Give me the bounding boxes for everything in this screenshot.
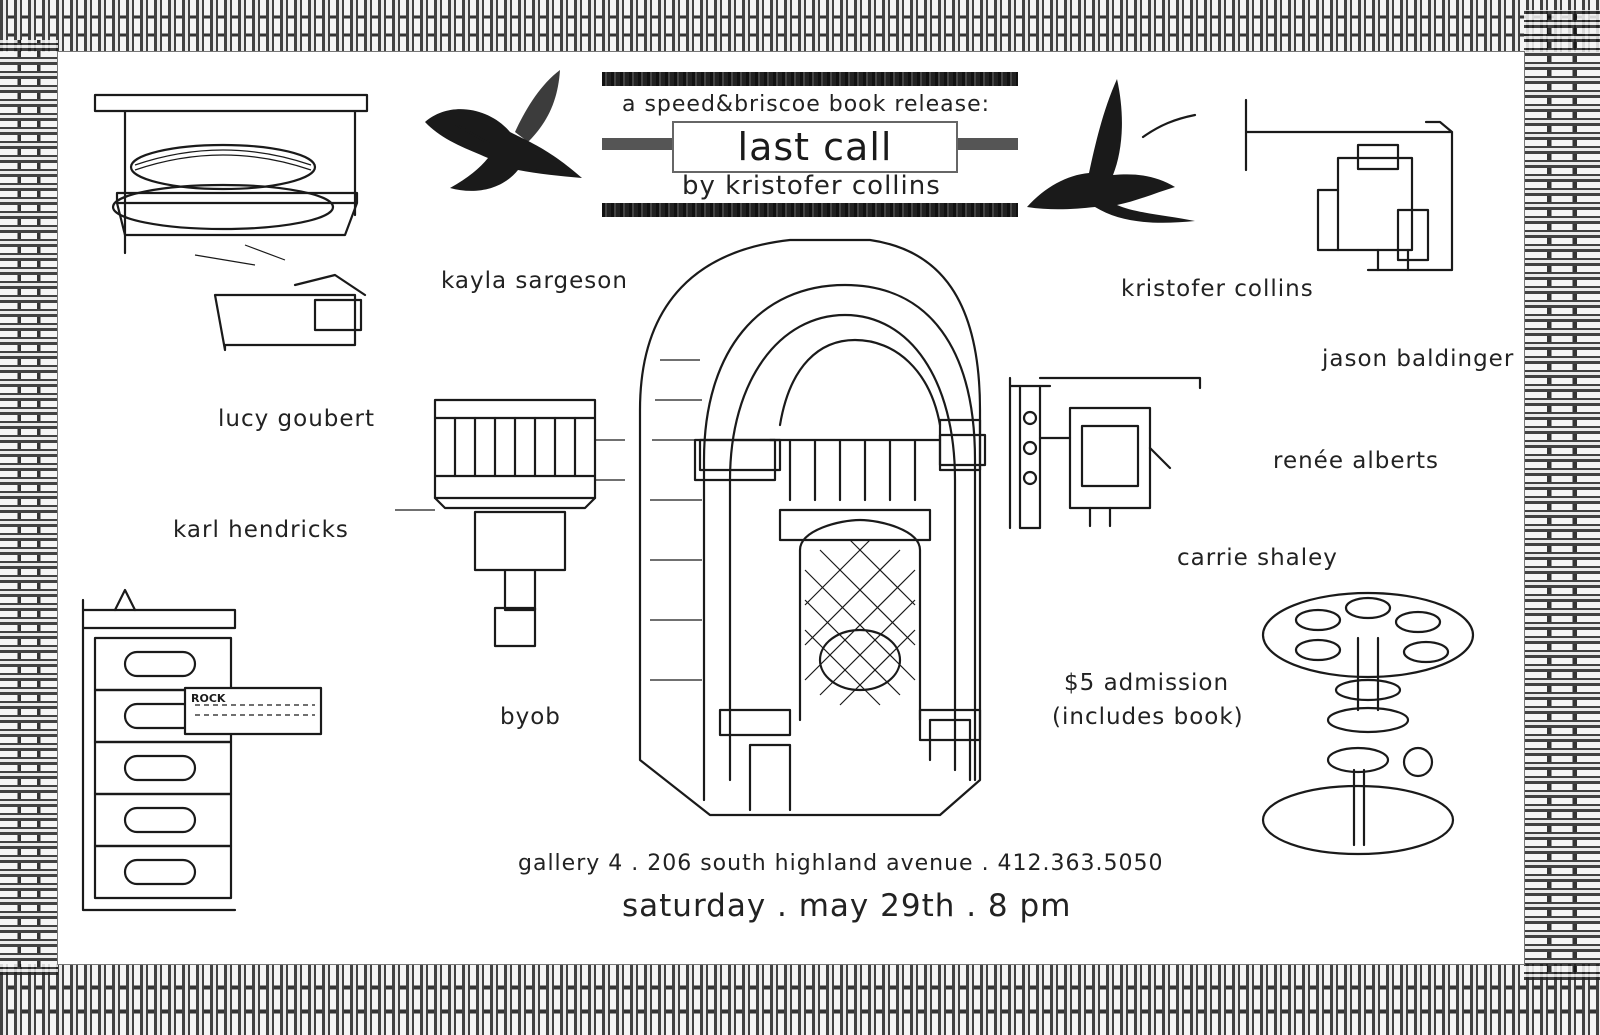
performer-name: kayla sargeson: [441, 268, 628, 294]
venue-address: gallery 4 . 206 south highland avenue . …: [518, 851, 1164, 876]
performer-name: lucy goubert: [218, 406, 376, 432]
performer-name: renée alberts: [1273, 448, 1439, 474]
swallow-bird-icon: [1027, 79, 1197, 223]
performer-name: karl hendricks: [173, 517, 349, 543]
card-rack-drawing: ROCK: [81, 588, 323, 912]
presenter-line: a speed&briscoe book release:: [622, 92, 991, 117]
book-title: last call: [672, 121, 958, 173]
book-title-text: last call: [737, 125, 893, 169]
author-line: by kristofer collins: [682, 171, 941, 201]
patent-mechanism-drawing: [93, 93, 369, 352]
jukebox-illustration: [638, 238, 987, 817]
swallow-bird-icon: [425, 70, 582, 191]
performer-name: jason baldinger: [1322, 346, 1515, 372]
patent-mechanism-drawing: [1008, 376, 1202, 530]
banner-left-stripe: [602, 138, 672, 150]
event-datetime: saturday . may 29th . 8 pm: [622, 888, 1072, 924]
admission-price: $5 admission: [1064, 670, 1230, 696]
bottom-border: [0, 964, 1600, 1035]
admission-detail: (includes book): [1052, 704, 1244, 730]
top-border: [0, 0, 1600, 52]
right-border: [1524, 10, 1600, 980]
left-border: [0, 40, 58, 975]
gear-disc-drawing: [1261, 591, 1475, 856]
patent-mechanism-drawing: [1244, 98, 1454, 272]
card-label: ROCK: [191, 692, 226, 705]
banner-right-stripe: [956, 138, 1018, 150]
byob-note: byob: [500, 704, 561, 730]
performer-name: carrie shaley: [1177, 545, 1338, 571]
banner-top-bar: [602, 72, 1018, 86]
performer-name: kristofer collins: [1121, 276, 1314, 302]
banner-bottom-bar: [602, 203, 1018, 217]
patent-mechanism-drawing: [395, 398, 625, 648]
